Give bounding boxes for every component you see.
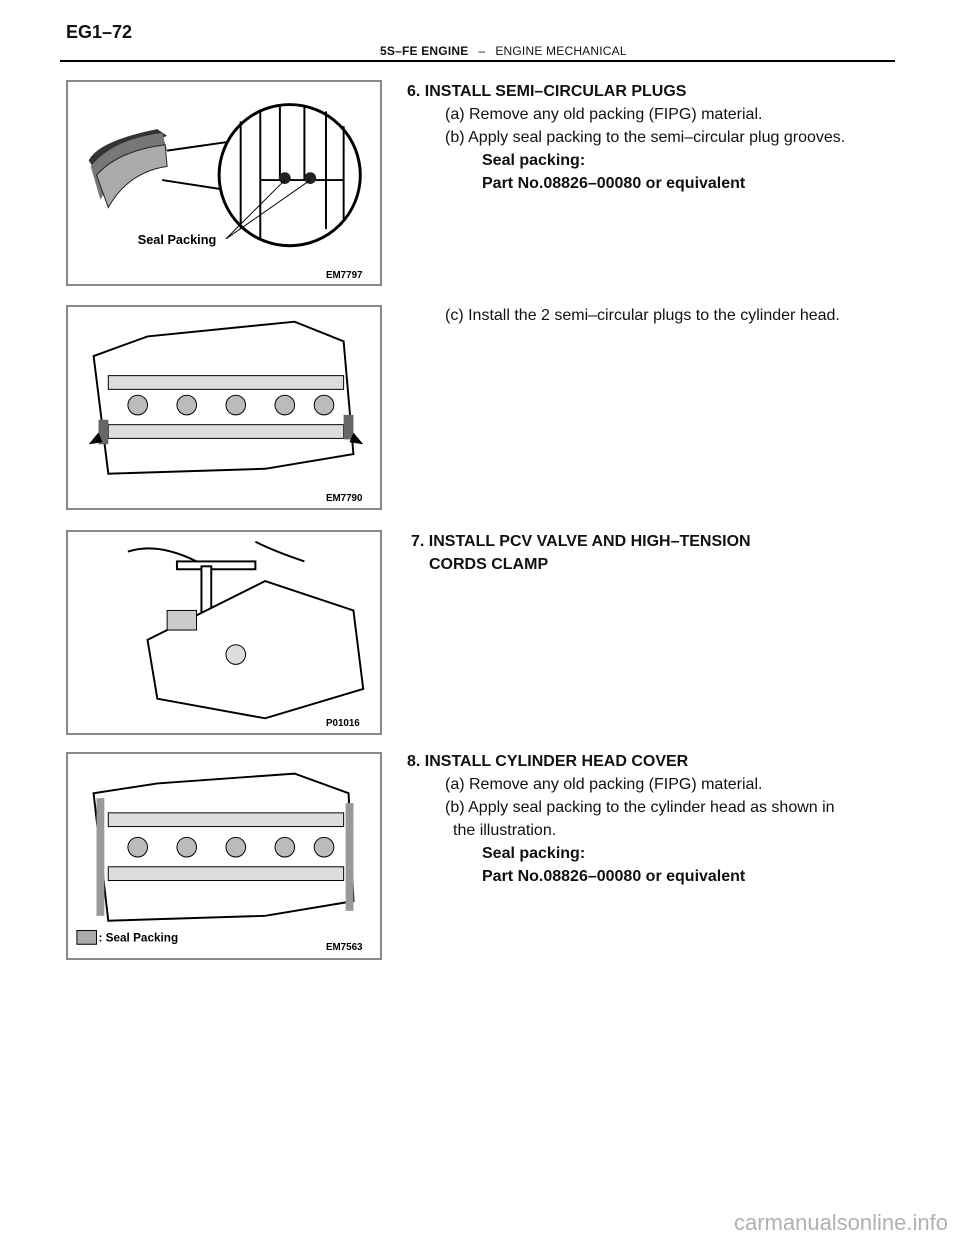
seal-packing-application-illustration: : Seal Packing EM7563	[76, 772, 363, 953]
step-7: 7. INSTALL PCV VALVE AND HIGH–TENSION CO…	[411, 530, 911, 576]
semi-circular-plug-illustration: Seal Packing EM7797	[88, 103, 363, 281]
section-name: ENGINE MECHANICAL	[495, 44, 627, 58]
step-8b-line2: the illustration.	[453, 822, 557, 839]
figure-cylinder-head-cover: : Seal Packing EM7563	[66, 752, 382, 960]
pcv-valve-illustration: P01016	[127, 540, 365, 729]
seal-packing-legend: : Seal Packing	[98, 931, 178, 944]
figure-code: EM7797	[326, 270, 363, 281]
header-rule	[60, 60, 895, 62]
step-8a: (a) Remove any old packing (FIPG) materi…	[445, 776, 763, 793]
running-header: 5S–FE ENGINE–ENGINE MECHANICAL	[380, 44, 627, 58]
step-8b-line1: (b) Apply seal packing to the cylinder h…	[445, 799, 835, 816]
step-6-seal-label: Seal packing:	[482, 152, 586, 169]
cylinder-head-illustration: EM7790	[88, 320, 364, 504]
step-8-part-number: Part No.08826–00080 or equivalent	[482, 868, 746, 885]
figure-code: EM7790	[326, 493, 363, 504]
step-7-title-line1: 7. INSTALL PCV VALVE AND HIGH–TENSION	[411, 533, 751, 550]
step-6: 6. INSTALL SEMI–CIRCULAR PLUGS (a) Remov…	[407, 80, 907, 195]
figure-semi-circular-plug: Seal Packing EM7797	[66, 80, 382, 286]
figure-code: P01016	[326, 718, 360, 729]
step-6b: (b) Apply seal packing to the semi–circu…	[445, 129, 846, 146]
header-separator: –	[478, 44, 486, 58]
figure-cylinder-head-plugs: EM7790	[66, 305, 382, 510]
step-6-part-number: Part No.08826–00080 or equivalent	[482, 175, 746, 192]
step-6c: (c) Install the 2 semi–circular plugs to…	[445, 307, 840, 324]
step-8: 8. INSTALL CYLINDER HEAD COVER (a) Remov…	[407, 750, 927, 888]
seal-packing-callout: Seal Packing	[138, 232, 217, 247]
step-6a: (a) Remove any old packing (FIPG) materi…	[445, 106, 763, 123]
watermark: carmanualsonline.info	[733, 1210, 948, 1235]
step-8-seal-label: Seal packing:	[482, 845, 586, 862]
page-id: EG1–72	[66, 22, 133, 42]
figure-code: EM7563	[326, 942, 363, 953]
step-7-title-line2: CORDS CLAMP	[429, 556, 549, 573]
figure-pcv-valve: P01016	[66, 530, 382, 735]
step-8-title: 8. INSTALL CYLINDER HEAD COVER	[407, 753, 689, 770]
engine-name: 5S–FE ENGINE	[380, 44, 469, 58]
step-6-title: 6. INSTALL SEMI–CIRCULAR PLUGS	[407, 83, 687, 100]
step-6c-block: (c) Install the 2 semi–circular plugs to…	[407, 304, 907, 327]
